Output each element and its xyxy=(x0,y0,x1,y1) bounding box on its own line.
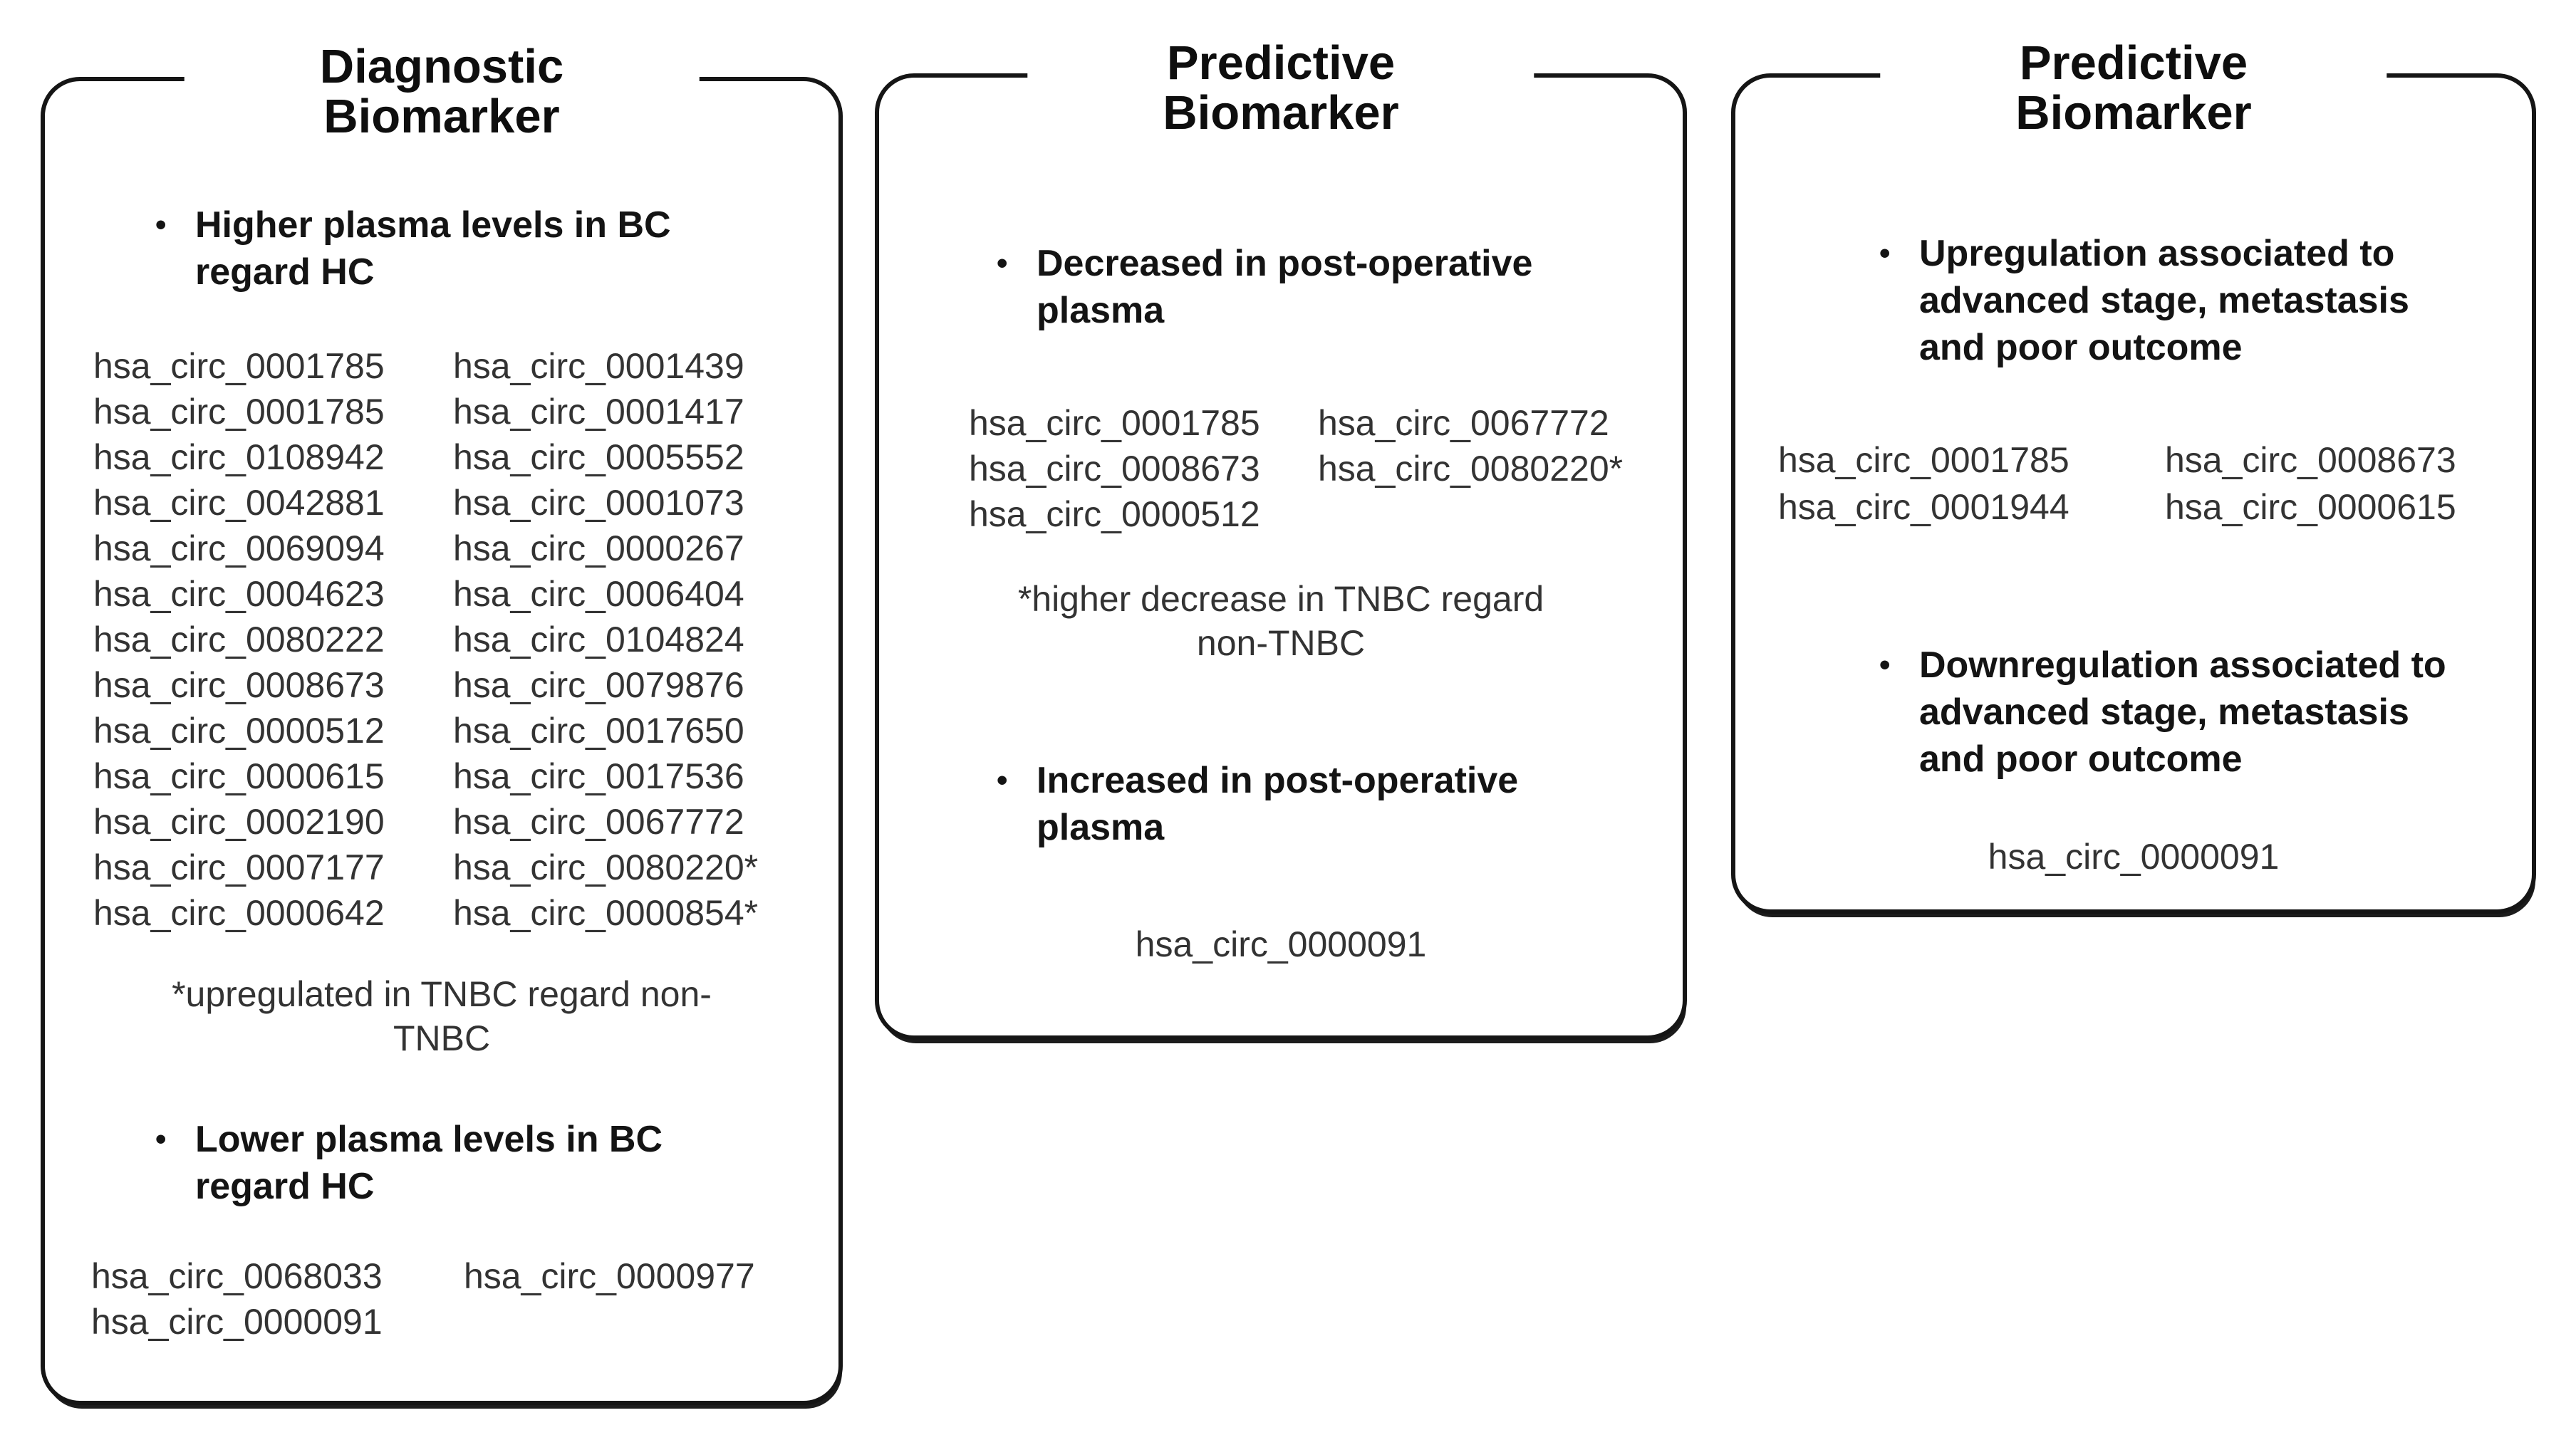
circ-id: hsa_circ_0008673 xyxy=(93,665,385,705)
id-list-higher-plasma: hsa_circ_0001785 hsa_circ_0001439 hsa_cir… xyxy=(93,343,758,936)
circ-id: hsa_circ_0000512 xyxy=(93,711,385,751)
bullet-dot-icon: • xyxy=(997,763,1008,798)
circ-id-solo: hsa_circ_0000091 xyxy=(1988,837,2280,877)
bullet-text: Higher plasma levels in BC regard HC xyxy=(195,202,671,296)
circ-id: hsa_circ_0000512 xyxy=(969,494,1260,534)
circ-id: hsa_circ_0000854* xyxy=(453,893,759,933)
circ-id: hsa_circ_0000977 xyxy=(464,1256,755,1296)
bullet-text-line1: Increased in post-operative xyxy=(1037,760,1519,801)
bullet-text-line1: Lower plasma levels in BC xyxy=(195,1119,663,1160)
bullet-text-line2: plasma xyxy=(1037,290,1165,331)
bullet-increased-postoperative: • Increased in post-operative plasma xyxy=(997,757,1518,851)
bullet-text: Upregulation associated to advanced stag… xyxy=(1919,230,2409,371)
circ-id: hsa_circ_0006404 xyxy=(453,574,744,614)
bullet-text: Decreased in post-operative plasma xyxy=(1037,240,1532,334)
bullet-text: Increased in post-operative plasma xyxy=(1037,757,1518,851)
circ-id: hsa_circ_0001785 xyxy=(1778,440,2069,480)
circ-id: hsa_circ_0017536 xyxy=(453,756,744,796)
circ-id: hsa_circ_0069094 xyxy=(93,528,385,568)
circ-id: hsa_circ_0067772 xyxy=(453,802,744,842)
card-predictive-biomarker-prognosis: Predictive Biomarker • Upregulation asso… xyxy=(1731,38,2536,914)
card-title-line2: Biomarker xyxy=(2015,86,2252,140)
circ-id: hsa_circ_0008673 xyxy=(969,449,1260,489)
circ-id: hsa_circ_0002190 xyxy=(93,802,385,842)
bullet-text-line1: Higher plasma levels in BC xyxy=(195,204,671,246)
circ-id xyxy=(1318,491,1623,537)
bullet-text-line3: and poor outcome xyxy=(1919,739,2243,780)
circ-id: hsa_circ_0008673 xyxy=(2165,440,2456,480)
bullet-text-line1: Downregulation associated to xyxy=(1919,644,2446,686)
circ-id: hsa_circ_0001785 xyxy=(93,392,385,432)
card-predictive-biomarker-plasma: Predictive Biomarker • Decreased in post… xyxy=(875,38,1687,1040)
circ-id xyxy=(464,1299,755,1345)
footnote-upregulated-tnbc: *upregulated in TNBC regard non- TNBC xyxy=(45,972,838,1060)
bullet-dot-icon: • xyxy=(1879,236,1891,271)
bullet-text-line1: Upregulation associated to xyxy=(1919,233,2395,274)
circ-id: hsa_circ_0104824 xyxy=(453,620,744,659)
bullet-downregulation-advanced-stage: • Downregulation associated to advanced … xyxy=(1879,642,2446,783)
footnote-line1: *higher decrease in TNBC regard xyxy=(1017,579,1544,619)
bullet-dot-icon: • xyxy=(997,246,1008,281)
bullet-dot-icon: • xyxy=(1879,647,1891,682)
circ-id: hsa_circ_0108942 xyxy=(93,437,385,477)
bullet-dot-icon: • xyxy=(155,207,167,242)
id-list-decreased: hsa_circ_0001785 hsa_circ_0067772 hsa_cir… xyxy=(969,400,1623,537)
circ-id: hsa_circ_0001944 xyxy=(1778,487,2069,527)
card-title-line1: Predictive xyxy=(2019,36,2248,90)
circ-id: hsa_circ_0079876 xyxy=(453,665,744,705)
card-title-diagnostic: Diagnostic Biomarker xyxy=(184,40,700,143)
bullet-text-line2: plasma xyxy=(1037,807,1165,848)
bullet-upregulation-advanced-stage: • Upregulation associated to advanced st… xyxy=(1879,230,2409,371)
bullet-text-line3: and poor outcome xyxy=(1919,327,2243,368)
circ-id: hsa_circ_0000615 xyxy=(2165,487,2456,527)
circ-id: hsa_circ_0001785 xyxy=(969,403,1260,443)
circ-id: hsa_circ_0080220* xyxy=(453,847,759,887)
circ-id: hsa_circ_0042881 xyxy=(93,483,385,523)
bullet-text-line2: regard HC xyxy=(195,1166,375,1207)
bullet-text-line2: advanced stage, metastasis xyxy=(1919,691,2409,733)
id-list-lower-plasma: hsa_circ_0068033 hsa_circ_0000977 hsa_cir… xyxy=(91,1253,755,1345)
id-list-upregulation: hsa_circ_0001785 hsa_circ_0008673 hsa_cir… xyxy=(1778,437,2456,531)
circ-id: hsa_circ_0001439 xyxy=(453,346,744,386)
bullet-higher-plasma-levels: • Higher plasma levels in BC regard HC xyxy=(155,202,671,296)
circ-id: hsa_circ_0000091 xyxy=(91,1302,383,1342)
card-title-line2: Biomarker xyxy=(323,90,560,143)
bullet-decreased-postoperative: • Decreased in post-operative plasma xyxy=(997,240,1532,334)
circ-id: hsa_circ_0007177 xyxy=(93,847,385,887)
circ-id: hsa_circ_0000642 xyxy=(93,893,385,933)
card-title-line1: Predictive xyxy=(1166,36,1396,90)
circ-id: hsa_circ_0001073 xyxy=(453,483,744,523)
circ-id: hsa_circ_0068033 xyxy=(91,1256,383,1296)
bullet-text-line2: advanced stage, metastasis xyxy=(1919,280,2409,321)
circ-id: hsa_circ_0001417 xyxy=(453,392,744,432)
card-title-line1: Diagnostic xyxy=(319,40,564,93)
circ-id: hsa_circ_0080220* xyxy=(1318,449,1624,489)
bullet-text-line2: regard HC xyxy=(195,251,375,293)
circ-id: hsa_circ_0005552 xyxy=(453,437,744,477)
bullet-text: Downregulation associated to advanced st… xyxy=(1919,642,2446,783)
circ-id: hsa_circ_0001785 xyxy=(93,346,385,386)
circ-id: hsa_circ_0080222 xyxy=(93,620,385,659)
footnote-line2: non-TNBC xyxy=(1196,623,1366,663)
card-title-predictive-2: Predictive Biomarker xyxy=(1880,38,2387,138)
footnote-line2: TNBC xyxy=(393,1018,491,1058)
circ-id: hsa_circ_0000267 xyxy=(453,528,744,568)
bullet-text: Lower plasma levels in BC regard HC xyxy=(195,1116,663,1210)
circ-id: hsa_circ_0000615 xyxy=(93,756,385,796)
card-title-predictive-1: Predictive Biomarker xyxy=(1027,38,1534,138)
bullet-text-line1: Decreased in post-operative xyxy=(1037,243,1533,284)
bullet-lower-plasma-levels: • Lower plasma levels in BC regard HC xyxy=(155,1116,663,1210)
circ-id: hsa_circ_0067772 xyxy=(1318,403,1609,443)
bullet-dot-icon: • xyxy=(155,1122,167,1157)
footnote-line1: *upregulated in TNBC regard non- xyxy=(172,974,712,1014)
circ-id: hsa_circ_0004623 xyxy=(93,574,385,614)
circ-id-solo: hsa_circ_0000091 xyxy=(1135,924,1427,964)
footnote-higher-decrease-tnbc: *higher decrease in TNBC regard non-TNBC xyxy=(879,577,1683,665)
card-title-line2: Biomarker xyxy=(1163,86,1399,140)
circ-id: hsa_circ_0017650 xyxy=(453,711,744,751)
card-diagnostic-biomarker: Diagnostic Biomarker • Higher plasma lev… xyxy=(41,42,843,1405)
